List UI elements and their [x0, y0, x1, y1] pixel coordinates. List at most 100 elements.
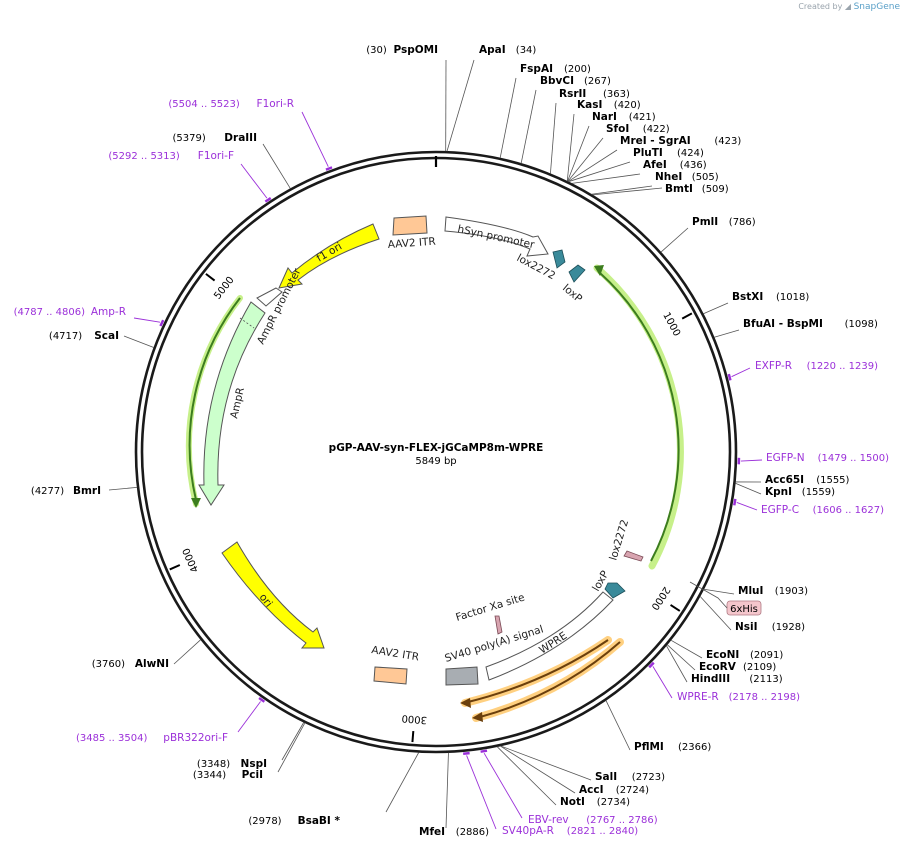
site-name: PciI	[242, 769, 263, 781]
site-pflmi[interactable]: PflMI(2366)	[605, 700, 711, 753]
feature-ampr[interactable]	[198, 301, 266, 506]
tag-6xhis[interactable]: 6xHis	[726, 600, 762, 616]
site-position: (267)	[584, 76, 611, 87]
feature-ampr-promoter[interactable]	[256, 287, 283, 307]
site-leader	[660, 227, 689, 253]
feature-loxp-top[interactable]	[568, 264, 586, 283]
primer-f1ori-f[interactable]: F1ori-F(5292 .. 5313)	[108, 150, 272, 203]
primer-wpre-r[interactable]: WPRE-R(2178 .. 2198)	[648, 661, 800, 703]
primer-leader	[237, 701, 261, 733]
primer-range: (4787 .. 4806)	[14, 307, 86, 318]
site-position: (363)	[603, 89, 630, 100]
feature-f1-ori[interactable]	[278, 223, 380, 289]
feature-aav2-itr-bottom[interactable]	[373, 666, 408, 685]
feature-loxp-bottom[interactable]	[604, 582, 626, 599]
site-mfei[interactable]: MfeI(2886)	[419, 752, 489, 838]
site-apai[interactable]: ApaI(34)	[446, 44, 536, 152]
site-econi[interactable]: EcoNI(2091)	[670, 639, 783, 661]
site-bmti[interactable]: BmtI(509)	[592, 183, 729, 196]
site-bmri[interactable]: BmrI(4277)	[31, 485, 138, 497]
site-leader	[592, 187, 663, 196]
site-mrei-sgrai[interactable]: MreI - SgrAI(423)	[567, 135, 741, 182]
primer-sites: F1ori-R(5504 .. 5523)F1ori-F(5292 .. 531…	[14, 98, 890, 837]
plasmid-name: pGP-AAV-syn-FLEX-jGCaMP8m-WPRE	[329, 442, 544, 454]
site-pspomi[interactable]: PspOMI(30)	[366, 44, 447, 152]
feature-hsyn-promoter[interactable]	[444, 216, 549, 257]
site-bfuai-bspmi[interactable]: BfuAI - BspMI(1098)	[714, 318, 878, 338]
primer-ebv-rev[interactable]: EBV-rev(2767 .. 2786)	[480, 749, 658, 826]
feature-lox2272-bottom[interactable]	[623, 550, 644, 562]
tick-3000	[411, 730, 415, 743]
primer-egfp-n[interactable]: EGFP-N(1479 .. 1500)	[737, 452, 889, 465]
site-name: NsiI	[735, 621, 758, 633]
site-scai[interactable]: ScaI(4717)	[49, 330, 154, 348]
site-ecorv[interactable]: EcoRV(2109)	[666, 644, 776, 673]
site-noti[interactable]: NotI (2734)	[496, 746, 630, 808]
primer-f1ori-r[interactable]: F1ori-R(5504 .. 5523)	[168, 98, 333, 171]
site-name: SalI	[595, 771, 617, 783]
primer-amp-r[interactable]: Amp-R(4787 .. 4806)	[14, 306, 165, 327]
site-bstxi[interactable]: BstXI(1018)	[703, 291, 809, 315]
site-leader	[446, 59, 475, 152]
feature-aav2-itr-top[interactable]	[392, 215, 428, 236]
tick-label-4000: 4000	[181, 546, 201, 574]
site-pmli[interactable]: PmlI(786)	[660, 216, 756, 253]
feature-sv40-polya[interactable]	[445, 666, 479, 686]
feature-lox2272-top[interactable]	[552, 249, 566, 269]
site-kpni[interactable]: KpnI(1559)	[735, 482, 835, 498]
primer-range: (1606 .. 1627)	[813, 505, 885, 516]
tag-6xhis-leader	[689, 581, 728, 609]
site-leader	[591, 185, 653, 195]
site-afei[interactable]: AfeI(436)	[571, 159, 707, 184]
label-loxp-top: loxP	[560, 282, 584, 305]
feature-factor-xa[interactable]	[494, 615, 503, 635]
site-kasi[interactable]: KasI(420)	[566, 99, 641, 182]
label-aav2-itr-top: AAV2 ITR	[387, 236, 436, 251]
feature-ampr-highlight[interactable]	[185, 295, 243, 508]
primer-leader	[133, 317, 161, 323]
site-hindiii[interactable]: HindIII(2113)	[666, 645, 783, 685]
site-leader	[500, 745, 576, 794]
feature-orange-arc-inner[interactable]	[460, 636, 612, 708]
site-acc65i[interactable]: Acc65I(1555)	[735, 474, 850, 486]
site-bsabi-[interactable]: BsaBI *(2978)	[248, 752, 420, 827]
site-acci[interactable]: AccI(2724)	[500, 745, 649, 796]
site-rsrii[interactable]: RsrII(363)	[550, 88, 630, 174]
site-name: NotI	[560, 796, 585, 808]
site-alwni[interactable]: AlwNI(3760)	[92, 639, 201, 670]
site-leader	[666, 644, 696, 671]
primer-sv40pa-r[interactable]: SV40pA-R(2821 .. 2840)	[463, 751, 638, 837]
site-position: (2723)	[632, 772, 665, 783]
site-name: SfoI	[606, 123, 629, 135]
site-leader	[714, 329, 740, 338]
site-sfoi[interactable]: SfoI(422)	[567, 123, 670, 182]
site-draiii[interactable]: DraIII(5379)	[173, 132, 291, 189]
site-name: BstXI	[732, 291, 763, 303]
tick-label-2000: 2000	[649, 584, 672, 611]
site-mlui[interactable]: MluI(1903)	[703, 585, 808, 597]
site-position: (3348)	[197, 759, 230, 770]
site-fspai[interactable]: FspAI(200)	[499, 63, 591, 158]
site-pcii[interactable]: PciI(3344)	[193, 722, 306, 781]
feature-ori[interactable]	[221, 541, 325, 649]
primer-egfp-c[interactable]: EGFP-C (1606 .. 1627)	[733, 498, 885, 516]
site-sali[interactable]: SalI (2723)	[500, 745, 666, 783]
site-name: ScaI	[94, 330, 119, 342]
feature-wpre[interactable]	[485, 591, 614, 681]
site-nari[interactable]: NarI(421)	[567, 111, 656, 182]
primer-name: EGFP-C	[761, 504, 799, 516]
site-name: PflMI	[634, 741, 664, 753]
site-pluti[interactable]: PluTI(424)	[568, 147, 704, 183]
feature-orange-arc-outer[interactable]	[472, 638, 624, 722]
primer-mark	[258, 696, 266, 703]
site-position: (436)	[680, 160, 707, 171]
site-nsii[interactable]: NsiI(1928)	[699, 596, 805, 633]
site-nhei[interactable]: NheI(505)	[591, 171, 719, 195]
primer-pbr322ori-f[interactable]: pBR322ori-F(3485 .. 3504)	[76, 696, 266, 744]
feature-jgcamp8m-gene[interactable]	[593, 264, 684, 570]
site-position: (2734)	[597, 797, 630, 808]
site-nspi[interactable]: NspI(3348)	[197, 722, 305, 770]
primer-exfp-r[interactable]: EXFP-R(1220 .. 1239)	[727, 360, 878, 381]
site-bbvci[interactable]: BbvCI(267)	[520, 75, 611, 164]
